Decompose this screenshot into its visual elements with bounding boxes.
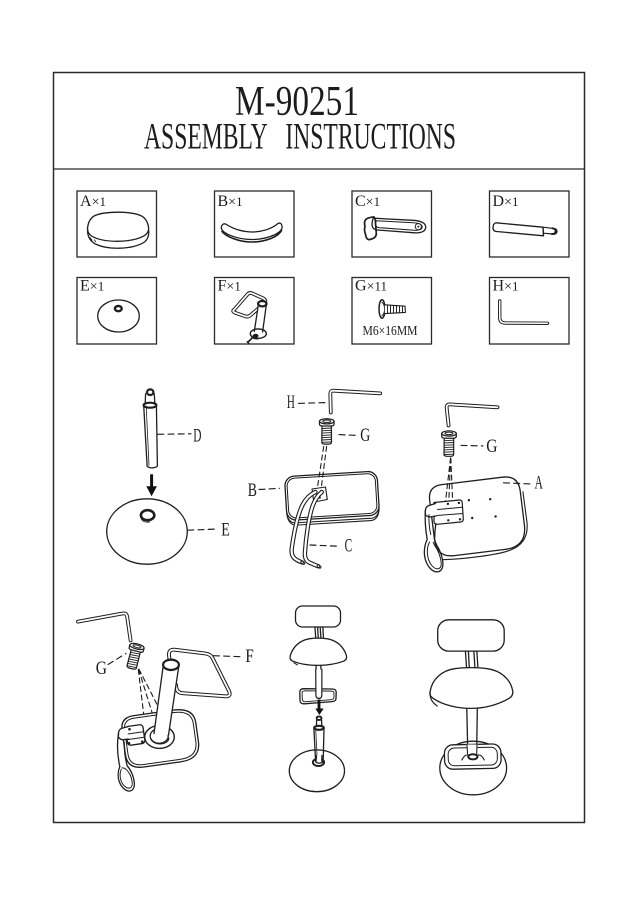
svg-text:E: E [221,520,230,541]
svg-text:H×1: H×1 [493,278,519,295]
svg-text:G: G [96,658,107,679]
svg-text:ASSEMBLY INSTRUCTIONS: ASSEMBLY INSTRUCTIONS [144,117,456,158]
svg-text:A×1: A×1 [80,193,106,210]
svg-text:D: D [193,425,201,446]
svg-text:B: B [248,480,257,501]
svg-text:C×1: C×1 [355,193,380,210]
svg-text:F: F [245,646,253,667]
svg-text:G: G [360,425,370,446]
svg-text:G: G [486,436,497,457]
svg-text:C: C [345,535,353,556]
svg-text:D×1: D×1 [493,193,519,210]
svg-text:H: H [287,392,295,413]
svg-text:A: A [535,473,544,494]
svg-text:G×11: G×11 [355,278,387,295]
svg-text:E×1: E×1 [80,278,104,295]
svg-text:M6×16MM: M6×16MM [363,323,418,338]
svg-text:M-90251: M-90251 [235,79,359,125]
svg-text:B×1: B×1 [218,193,243,210]
svg-text:F×1: F×1 [218,278,241,295]
